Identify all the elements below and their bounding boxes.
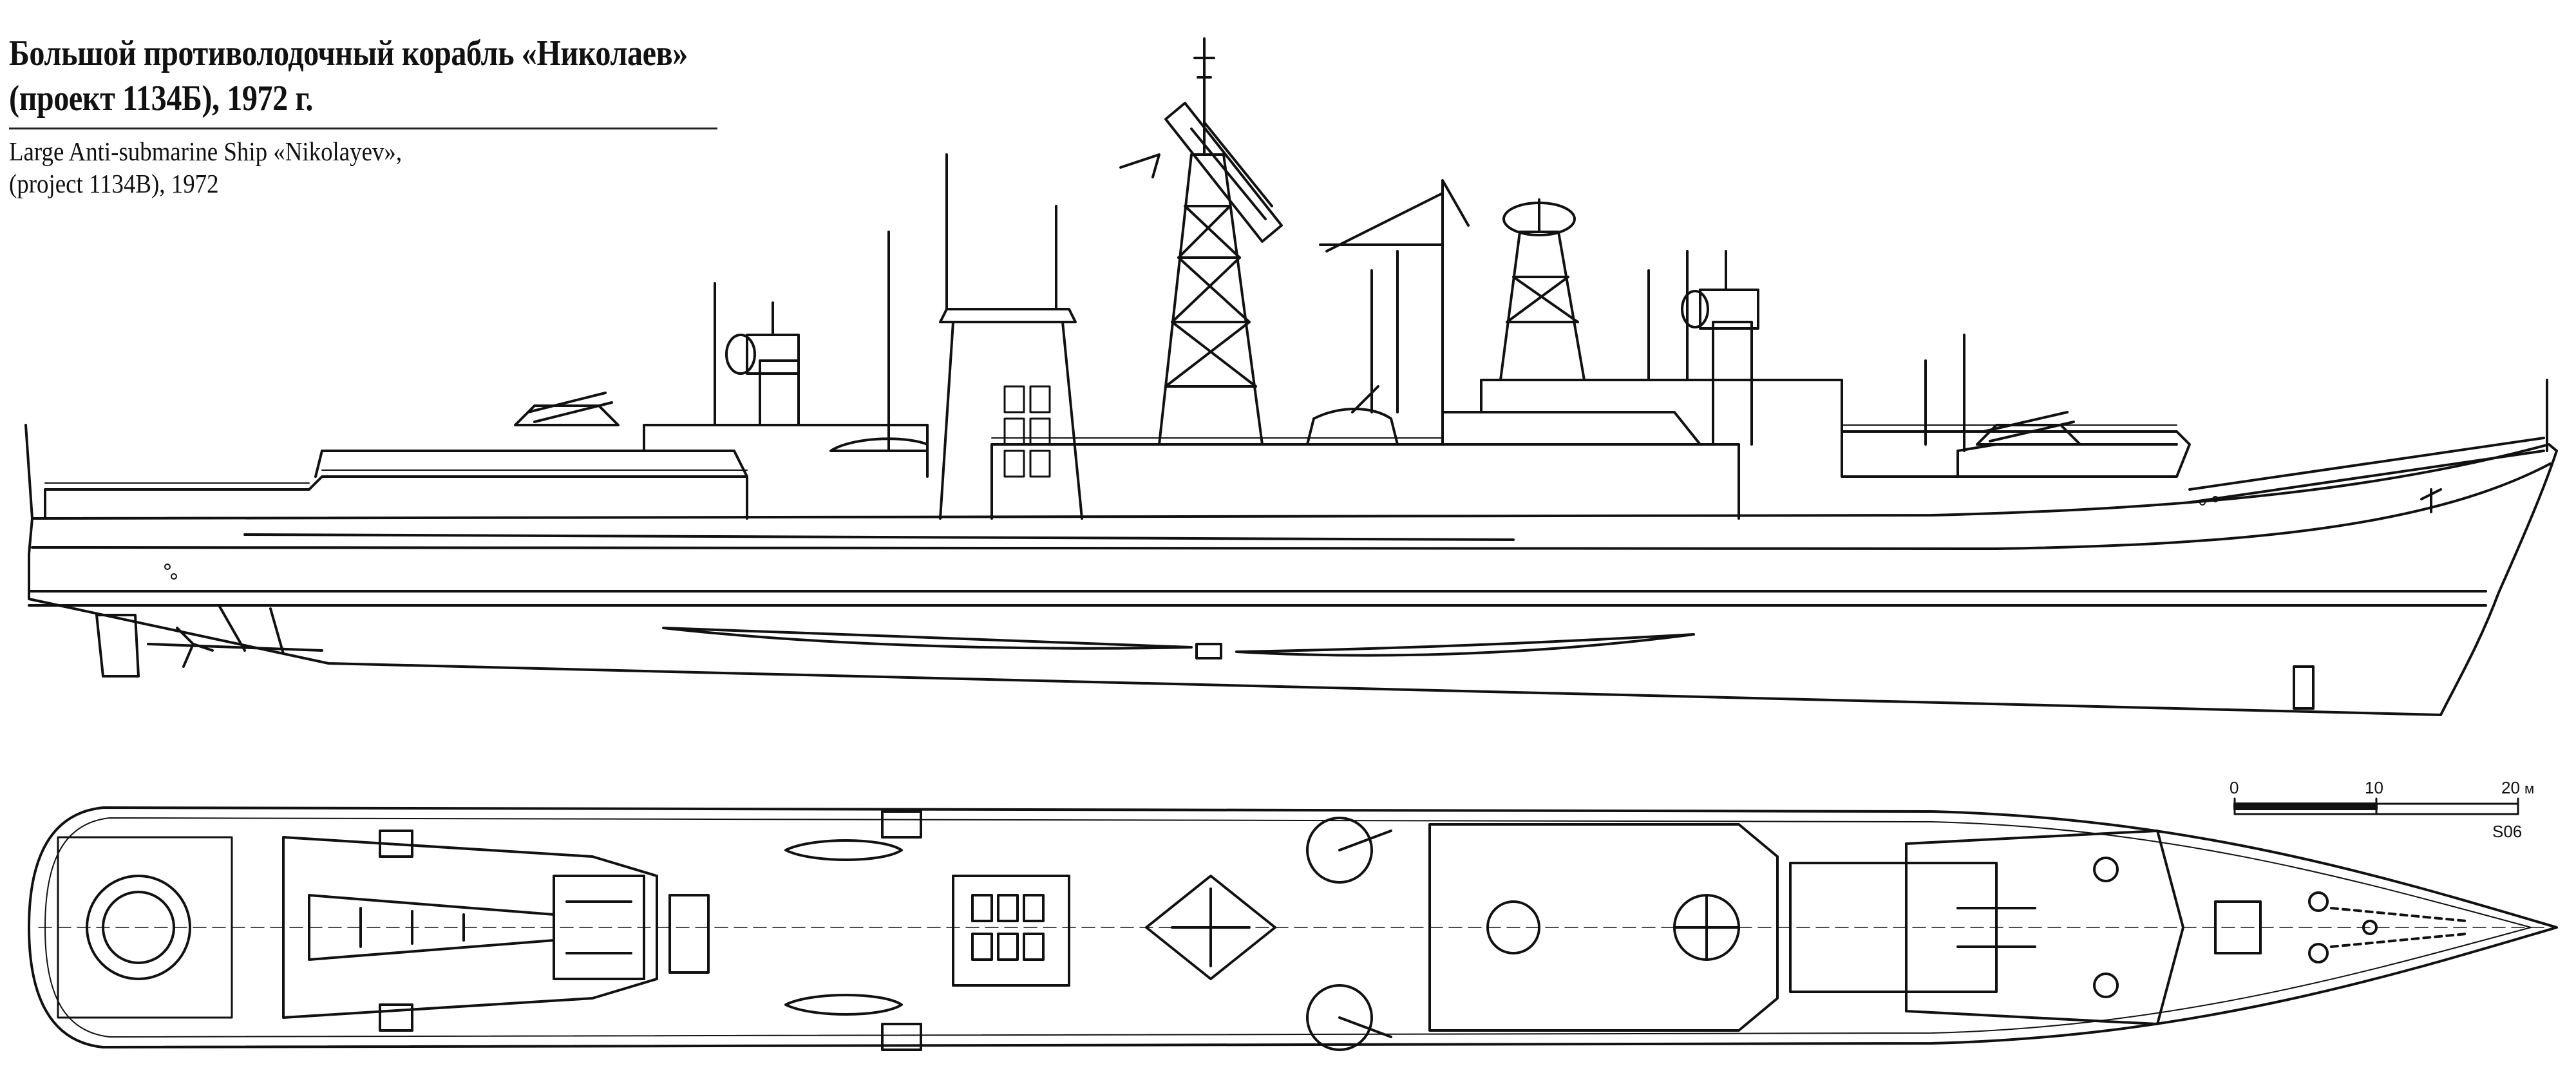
side-profile-view: [24, 37, 2558, 716]
scale-unit: м: [2524, 781, 2534, 797]
title-english: Large Anti-submarine Ship «Nikolayev», (…: [9, 135, 402, 200]
whip-antennas: [714, 250, 1965, 452]
scale-bar-ticks: [2233, 797, 2519, 815]
drawing-code: S06: [2492, 822, 2522, 841]
forward-superstructure: [1441, 411, 1701, 446]
bilge-keel-aft: [662, 627, 1193, 650]
hull-profile: [28, 443, 2558, 716]
forward-deckhouse: [1841, 430, 2191, 478]
portholes: [164, 496, 2219, 580]
propeller: [176, 627, 214, 668]
funnel-cap: [939, 308, 1077, 323]
forward-mast: [1499, 198, 1586, 381]
aft-missile-launcher: [514, 392, 620, 426]
scale-tick-10: 10: [2365, 778, 2383, 797]
aft-deckhouse: [44, 475, 748, 520]
boat-port: [784, 839, 903, 861]
title-block: Большой противолодочный корабль «Николае…: [9, 31, 717, 198]
hull-plan-outline: [28, 806, 2558, 1048]
title-russian-line-2: (проект 1134Б), 1972 г.: [9, 79, 314, 119]
aft-superstructure: [314, 450, 748, 478]
rub-strake: [243, 533, 1515, 541]
side-boat: [829, 437, 929, 452]
shaft-bracket: [218, 604, 285, 655]
scale-tick-20: 20: [2501, 778, 2520, 797]
forward-launcher-plan: [1905, 830, 2184, 1025]
rudder: [95, 614, 140, 678]
bow-platform: [1956, 443, 2178, 478]
aft-launcher-plan: [553, 875, 645, 980]
scale-bar: 0 10 20 м S06: [2230, 778, 2534, 841]
boat-crane: [1319, 179, 1470, 413]
scale-bar-fill: [2233, 802, 2378, 810]
bilge-keel-fore: [1235, 633, 1695, 657]
propeller-shaft: [147, 643, 323, 652]
aft-director: [725, 301, 800, 426]
boat-starboard: [784, 994, 903, 1016]
title-underline: [9, 128, 717, 129]
scale-tick-0: 0: [2230, 778, 2239, 797]
sonar-fairing: [1195, 643, 1222, 659]
deck-railing: [44, 424, 2177, 490]
title-russian-line-1: Большой противолодочный корабль «Николае…: [9, 33, 688, 73]
funnel-louvres: [1003, 385, 1051, 478]
funnel-plan: [952, 875, 1070, 987]
central-superstructure: [990, 443, 1740, 520]
bridge-block: [1480, 379, 1843, 446]
main-mast: [1158, 37, 1264, 446]
aa-gun-turret-side: [1306, 385, 1399, 446]
funnel: [939, 321, 1083, 520]
forward-deckhouse-plan: [1789, 862, 1998, 993]
bow-rail: [2188, 437, 2545, 504]
life-raft-rack: [668, 894, 710, 974]
sheer-line: [31, 462, 2552, 550]
anchor: [2420, 488, 2442, 513]
forward-director: [1681, 250, 1759, 446]
title-english-line-1: Large Anti-submarine Ship «Nikolayev»,: [9, 137, 402, 166]
aa-gun-turrets-plan: [1306, 817, 1392, 1051]
bow-keel-step: [2293, 665, 2315, 710]
stern-flagstaff: [24, 424, 33, 520]
plan-view: [28, 806, 2558, 1051]
title-english-line-2: (project 1134B), 1972: [9, 169, 219, 198]
main-radar-antenna: [1119, 102, 1283, 243]
forward-missile-launcher: [1976, 411, 2081, 446]
aft-deck-boxes: [379, 810, 922, 1051]
